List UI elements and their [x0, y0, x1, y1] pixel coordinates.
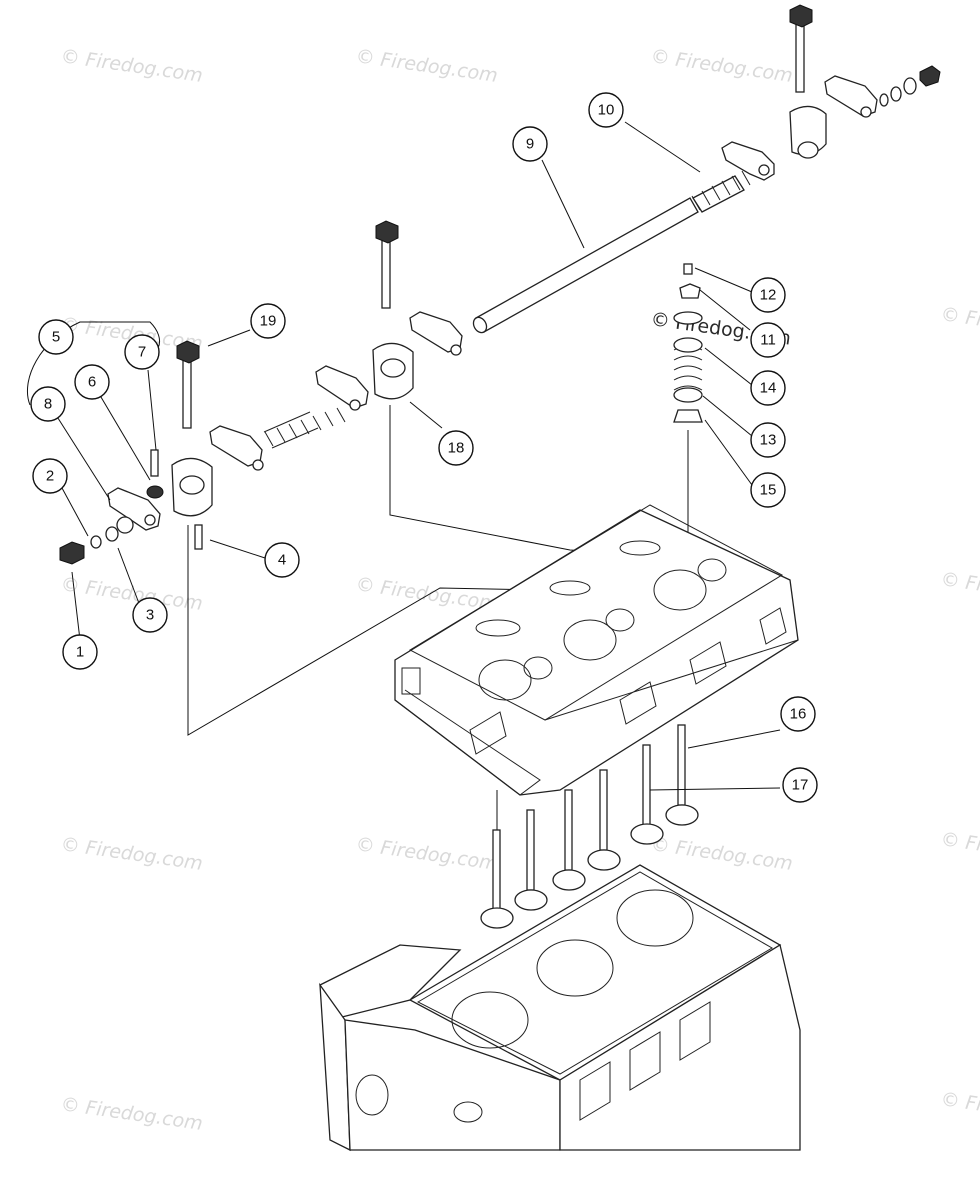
callout-label: 5 — [52, 329, 60, 346]
watermark: © Firedog.com — [354, 833, 499, 875]
callout-9[interactable]: 9 — [512, 126, 548, 162]
callout-10[interactable]: 10 — [588, 92, 624, 128]
watermark: © Firedog.com — [59, 1093, 204, 1135]
engine-block — [319, 864, 801, 1152]
callout-label: 12 — [760, 287, 777, 304]
rocker-arm-right — [721, 4, 941, 181]
callout-3[interactable]: 3 — [132, 597, 168, 633]
watermark: © Firedog.com — [649, 45, 794, 87]
callout-7[interactable]: 7 — [124, 334, 160, 370]
callout-6[interactable]: 6 — [74, 364, 110, 400]
callout-8[interactable]: 8 — [30, 386, 66, 422]
callout-label: 7 — [138, 344, 146, 361]
callout-label: 4 — [278, 552, 286, 569]
watermark: © Firedog.com — [939, 828, 980, 870]
callout-5[interactable]: 5 — [38, 319, 74, 355]
callout-label: 6 — [88, 374, 96, 391]
rocker-arm-middle — [315, 220, 463, 411]
watermark: © Firedog.com — [59, 45, 204, 87]
callout-19[interactable]: 19 — [250, 303, 286, 339]
callout-label: 16 — [790, 706, 807, 723]
callout-12[interactable]: 12 — [750, 277, 786, 313]
callout-label: 9 — [526, 136, 534, 153]
rocker-shaft — [472, 197, 699, 334]
valves — [480, 724, 699, 929]
callout-18[interactable]: 18 — [438, 430, 474, 466]
watermark: © Firedog.com — [939, 568, 980, 610]
cylinder-head — [394, 504, 799, 796]
callout-leaders — [26, 121, 781, 791]
callout-label: 13 — [760, 432, 777, 449]
callout-label: 3 — [146, 607, 154, 624]
watermark: © Firedog.com — [59, 833, 204, 875]
watermark: © Firedog.com — [354, 45, 499, 87]
callout-label: 1 — [76, 644, 84, 661]
watermark: © Firedog.com — [649, 833, 794, 875]
watermark: © Firedog.com — [939, 303, 980, 345]
callout-15[interactable]: 15 — [750, 472, 786, 508]
callout-label: 18 — [448, 440, 465, 457]
callout-2[interactable]: 2 — [32, 458, 68, 494]
watermark: © Firedog.com — [354, 573, 499, 615]
callout-11[interactable]: 11 — [750, 322, 786, 358]
callout-label: 19 — [260, 313, 277, 330]
callout-label: 15 — [760, 482, 777, 499]
rocker-spring-middle — [263, 407, 346, 449]
callout-1[interactable]: 1 — [62, 634, 98, 670]
callout-label: 10 — [598, 102, 615, 119]
watermark: © Firedog.com — [939, 1088, 980, 1130]
callout-16[interactable]: 16 — [780, 696, 816, 732]
callout-17[interactable]: 17 — [782, 767, 818, 803]
callout-label: 17 — [792, 777, 809, 794]
callout-4[interactable]: 4 — [264, 542, 300, 578]
callout-14[interactable]: 14 — [750, 370, 786, 406]
callout-label: 8 — [44, 396, 52, 413]
rocker-arm-left — [59, 340, 264, 565]
valve-spring-stack — [673, 263, 703, 423]
callout-label: 14 — [760, 380, 777, 397]
callout-13[interactable]: 13 — [750, 422, 786, 458]
callout-label: 2 — [46, 468, 54, 485]
shaft-spring — [691, 170, 751, 213]
watermark: © Firedog.com — [59, 573, 204, 615]
callout-label: 11 — [760, 332, 776, 349]
